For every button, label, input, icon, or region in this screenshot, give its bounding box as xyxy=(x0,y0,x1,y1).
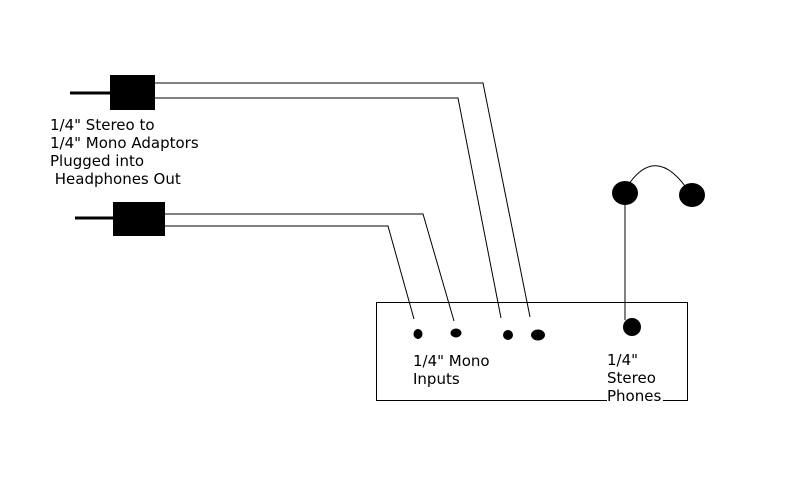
adaptor-label-line-2: 1/4" Mono Adaptors xyxy=(50,134,199,152)
headphones-right-earcup xyxy=(679,183,705,207)
mono-inputs-label-line-2: Inputs xyxy=(413,370,460,388)
bottom-plug xyxy=(75,202,165,236)
stereo-phones-label-line-2: Stereo xyxy=(607,369,656,387)
mono-input-jack-3 xyxy=(503,330,513,340)
mixer-box xyxy=(376,302,688,401)
stereo-phones-label-line-1: 1/4" xyxy=(607,351,639,369)
adaptor-label: 1/4" Stereo to 1/4" Mono Adaptors Plugge… xyxy=(50,116,199,188)
bottom-plug-cable-2 xyxy=(165,225,415,320)
top-plug-cable-2 xyxy=(155,97,502,319)
top-plug-body xyxy=(110,75,155,110)
adaptor-label-line-4: Headphones Out xyxy=(50,170,181,188)
top-plug xyxy=(70,75,155,110)
headphones-left-earcup xyxy=(612,181,638,205)
top-plug-cable-1 xyxy=(155,82,531,318)
stereo-phones-label: 1/4" Stereo Phones xyxy=(607,351,664,405)
headphones xyxy=(612,165,705,320)
stereo-phones-jack xyxy=(623,318,641,336)
headphones-band xyxy=(624,165,691,194)
adaptor-label-line-1: 1/4" Stereo to xyxy=(50,116,155,134)
mono-input-jack-2 xyxy=(450,328,462,338)
mono-input-jack-1 xyxy=(413,329,423,339)
bottom-plug-body xyxy=(113,202,165,236)
adaptor-label-line-3: Plugged into xyxy=(50,152,145,170)
mono-input-jack-4 xyxy=(531,329,545,341)
bottom-plug-cable-1 xyxy=(165,213,455,322)
mono-inputs-label: 1/4" Mono Inputs xyxy=(413,352,490,388)
stereo-phones-label-line-3: Phones xyxy=(607,387,662,405)
mono-inputs-label-line-1: 1/4" Mono xyxy=(413,352,490,370)
